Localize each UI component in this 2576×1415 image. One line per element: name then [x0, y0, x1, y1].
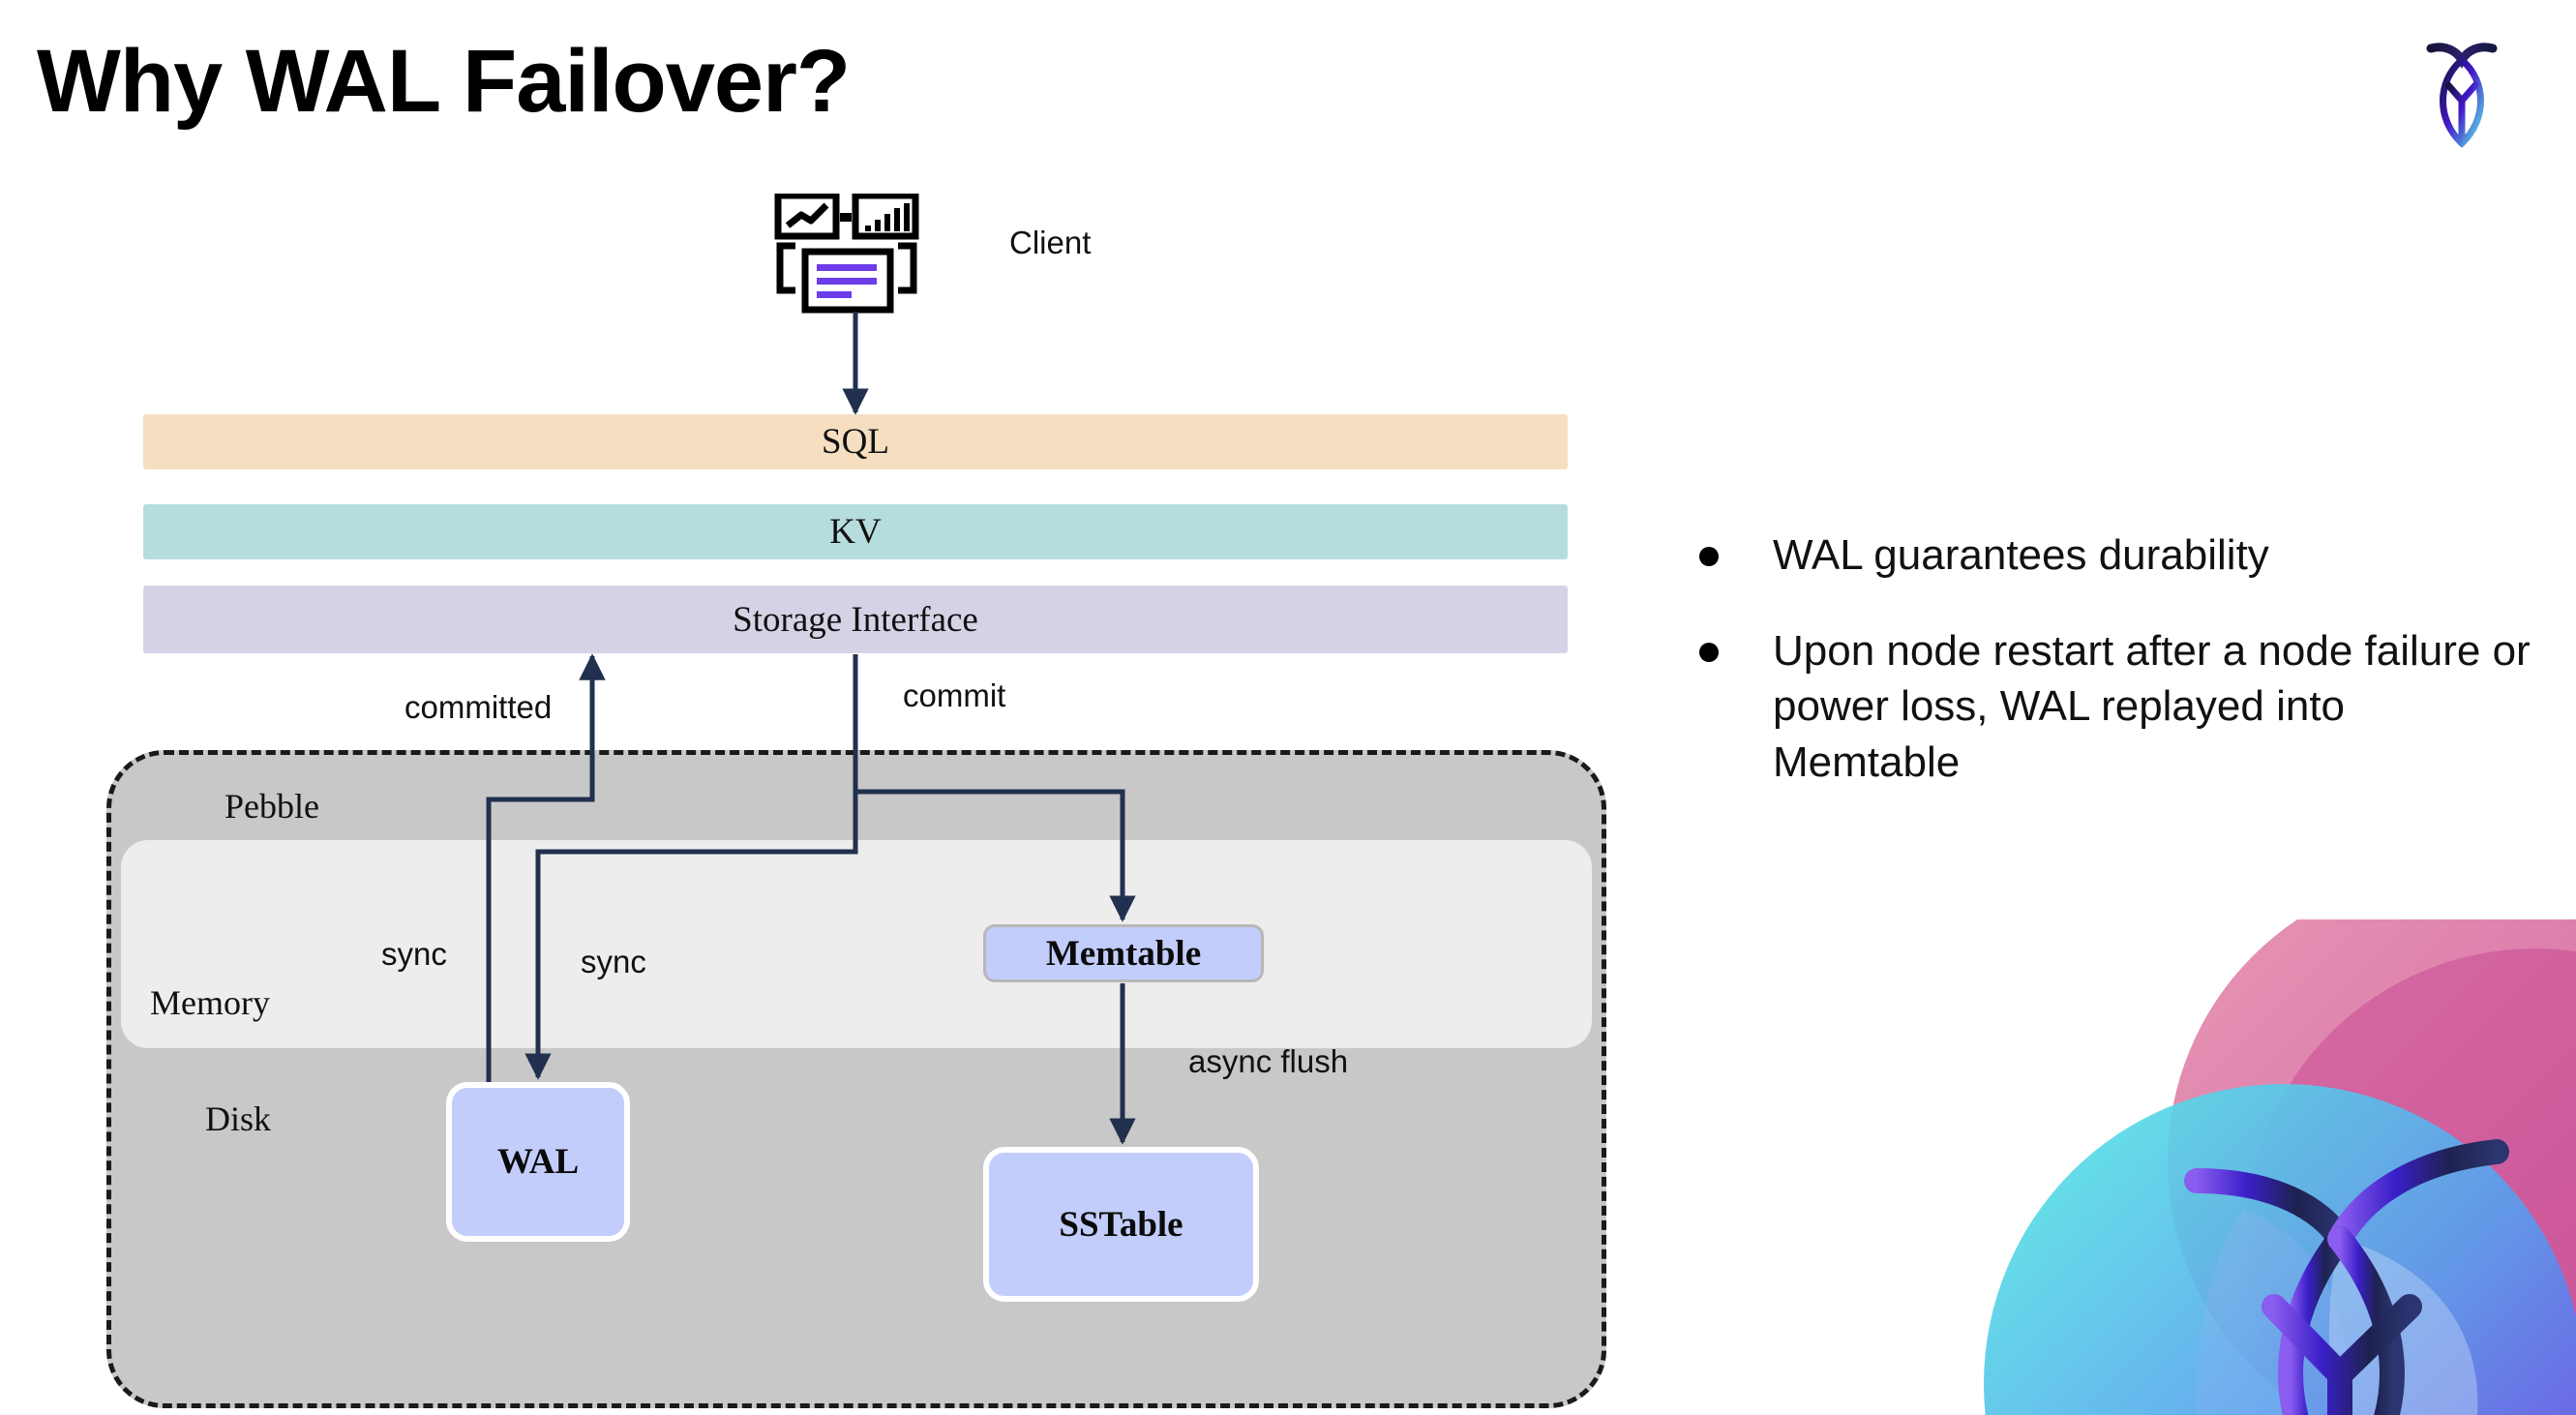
- node-sstable: SSTable: [983, 1147, 1259, 1302]
- layer-label-storage-interface: Storage Interface: [733, 599, 978, 640]
- client-label: Client: [1009, 225, 1092, 260]
- layer-bar-storage-interface: Storage Interface: [143, 586, 1568, 653]
- memory-zone: [121, 840, 1592, 1048]
- edge-label-sync-right: sync: [581, 944, 646, 979]
- dashboard-client-icon: [774, 192, 929, 315]
- edge-label-commit: commit: [903, 677, 1006, 713]
- edge-label-sync-left: sync: [381, 936, 447, 972]
- node-label-sstable: SSTable: [1059, 1204, 1183, 1245]
- node-memtable: Memtable: [983, 924, 1264, 982]
- cockroachdb-watermark: [1955, 919, 2576, 1415]
- node-wal: WAL: [446, 1082, 630, 1242]
- list-item: Upon node restart after a node failure o…: [1699, 623, 2531, 790]
- layer-bar-sql: SQL: [143, 414, 1568, 469]
- node-label-memtable: Memtable: [1045, 933, 1202, 974]
- edge-label-async-flush: async flush: [1188, 1043, 1349, 1079]
- cockroachdb-logo: [2398, 27, 2526, 153]
- disk-label: Disk: [205, 1099, 272, 1138]
- node-label-wal: WAL: [496, 1142, 580, 1182]
- edge-label-committed: committed: [404, 689, 553, 725]
- cockroachdb-logo-icon: [2426, 43, 2498, 148]
- bullet-dot-icon: [1699, 643, 1719, 663]
- bullet-text: WAL guarantees durability: [1773, 531, 2269, 579]
- pebble-label: Pebble: [225, 787, 319, 826]
- bullet-list: WAL guarantees durability Upon node rest…: [1699, 527, 2531, 830]
- list-item: WAL guarantees durability: [1699, 527, 2531, 583]
- memory-label: Memory: [150, 983, 270, 1022]
- bullet-text: Upon node restart after a node failure o…: [1773, 627, 2531, 786]
- watermark-art: [1984, 919, 2576, 1415]
- bullet-dot-icon: [1699, 547, 1719, 566]
- page-title: Why WAL Failover?: [37, 32, 851, 131]
- layer-label-kv: KV: [829, 512, 882, 552]
- layer-bar-kv: KV: [143, 504, 1568, 559]
- layer-label-sql: SQL: [822, 422, 889, 462]
